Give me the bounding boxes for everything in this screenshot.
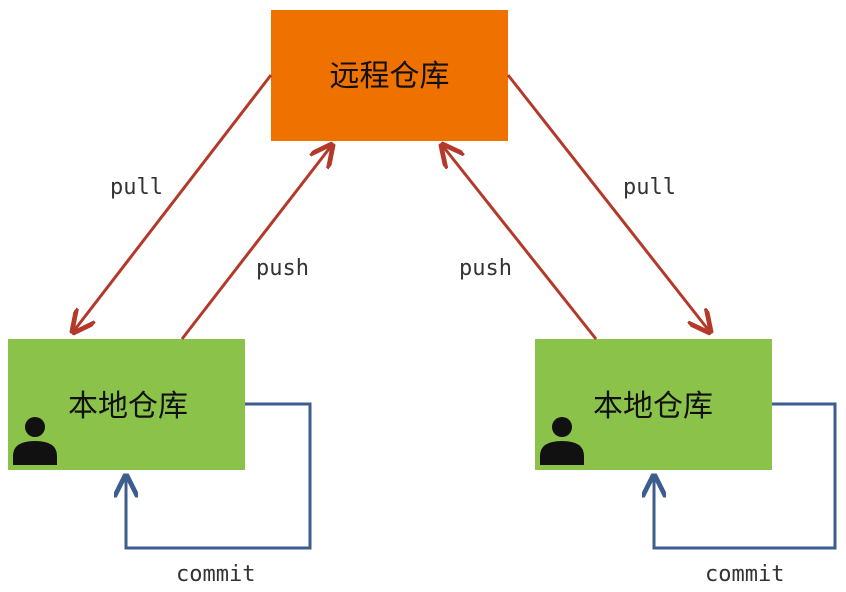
push-label-left: push bbox=[256, 256, 309, 281]
local-repo-left-node: 本地仓库 bbox=[8, 339, 245, 470]
local-repo-left-label: 本地仓库 bbox=[68, 389, 188, 424]
remote-repo-node: 远程仓库 bbox=[271, 10, 508, 141]
commit-label-right: commit bbox=[705, 562, 784, 587]
pull-label-right: pull bbox=[623, 175, 676, 200]
commit-loop-left bbox=[126, 402, 312, 550]
commit-label-left: commit bbox=[176, 562, 255, 587]
commit-loop-right bbox=[654, 402, 837, 550]
push-arrow-right bbox=[442, 145, 598, 340]
local-repo-right-node: 本地仓库 bbox=[535, 339, 772, 470]
user-icon bbox=[13, 417, 57, 465]
pull-label-left: pull bbox=[110, 175, 163, 200]
pull-arrow-right bbox=[506, 74, 710, 332]
local-repo-right-label: 本地仓库 bbox=[593, 389, 713, 424]
remote-repo-box bbox=[271, 10, 508, 141]
user-icon bbox=[540, 417, 584, 465]
push-label-right: push bbox=[459, 256, 512, 281]
push-arrow-left bbox=[180, 145, 332, 340]
remote-repo-label: 远程仓库 bbox=[330, 59, 450, 94]
pull-arrow-left bbox=[73, 74, 273, 332]
